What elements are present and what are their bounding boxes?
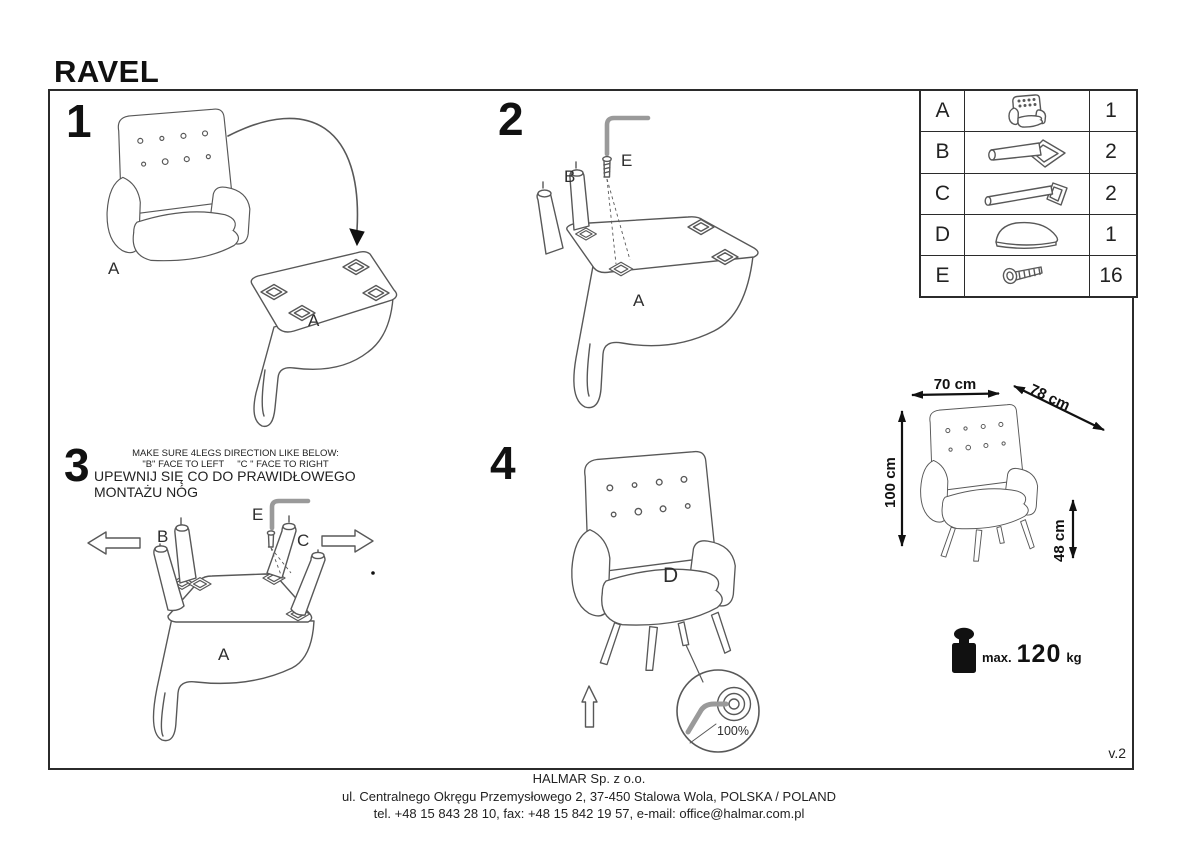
part-row-e: E 16 [921, 255, 1136, 297]
parts-table: A 1 B [919, 89, 1138, 299]
part-row-a: A 1 [921, 91, 1136, 132]
part-row-b: B 2 [921, 131, 1136, 173]
step-4-diagram: D 100% [571, 450, 760, 753]
page-title: RAVEL [54, 54, 160, 89]
max-load-prefix: max. [982, 650, 1012, 665]
version-label: v.2 [1108, 745, 1126, 761]
arrow-right-icon [321, 529, 374, 553]
height-dimension-label: 100 cm [882, 457, 899, 508]
part-qty: 16 [1089, 256, 1132, 297]
width-arrow [911, 389, 1000, 399]
step-2-base-label: A [633, 291, 645, 310]
part-letter: A [921, 91, 965, 132]
arrow-up-icon [581, 685, 598, 728]
part-qty: 2 [1089, 173, 1132, 214]
seat-cushion-icon [965, 215, 1089, 255]
part-letter: E [921, 256, 965, 297]
screw-icon [266, 530, 276, 536]
footer-company: HALMAR Sp. z o.o. [532, 771, 646, 786]
footer: HALMAR Sp. z o.o. ul. Centralnego Okręgu… [48, 770, 1130, 823]
step-3-note-en: MAKE SURE 4LEGS DIRECTION LIKE BELOW: "B… [132, 448, 339, 470]
footer-address: ul. Centralnego Okręgu Przemysłowego 2, … [341, 788, 836, 804]
step-3-number: 3 [64, 439, 90, 491]
part-letter: B [921, 132, 965, 173]
max-load-value: 120 [1016, 640, 1062, 668]
allen-key-icon [269, 498, 311, 531]
step-3-diagram: B E C A [87, 498, 375, 742]
step-1-chair-label: A [108, 259, 120, 278]
footer-contact: tel. +48 15 843 28 10, fax: +48 15 842 1… [373, 806, 805, 821]
back-leg-icon [965, 174, 1089, 214]
part-qty: 1 [1089, 91, 1132, 132]
step-3-left-leg-label: B [157, 527, 168, 546]
screw-icon [965, 256, 1089, 296]
part-qty: 2 [1089, 132, 1132, 173]
part-row-c: C 2 [921, 172, 1136, 214]
detail-tighten-label: 100% [717, 724, 749, 738]
step-3-screw-label: E [252, 505, 263, 524]
seat-height-dimension-label: 48 cm [1051, 519, 1068, 562]
screw-icon [602, 155, 612, 163]
front-leg-icon [965, 132, 1089, 172]
step-4-number: 4 [490, 437, 516, 489]
weight-icon [952, 627, 976, 673]
step-1-number: 1 [66, 95, 92, 147]
dimension-diagram [898, 385, 1105, 562]
assembly-frame [48, 89, 1134, 770]
step-1-base-label: A [308, 311, 320, 330]
step-2-screw-label: E [621, 151, 632, 170]
step-3-note-pl: UPEWNIJ SIĘ CO DO PRAWIDŁOWEGO MONTAŻU N… [94, 468, 356, 500]
max-load-label: max. 120 kg [982, 640, 1082, 669]
step-3-right-leg-label: C [297, 531, 309, 550]
step-2-diagram: B E A [536, 115, 759, 409]
part-row-d: D 1 [921, 213, 1136, 256]
allen-key-icon [604, 115, 651, 157]
part-letter: C [921, 173, 965, 214]
armchair-icon [965, 91, 1089, 131]
step-1-diagram: A A [106, 108, 398, 428]
step-3-base-label: A [218, 645, 230, 664]
part-letter: D [921, 214, 965, 256]
step-2-number: 2 [498, 93, 524, 145]
max-load-unit: kg [1066, 650, 1082, 665]
step-4-cushion-label: D [663, 564, 678, 587]
part-qty: 1 [1089, 214, 1132, 256]
allen-key-icon [685, 701, 729, 735]
arrow-left-icon [87, 531, 141, 555]
step-2-leg-label: B [564, 167, 575, 186]
width-dimension-label: 70 cm [933, 376, 977, 393]
detail-circle [676, 669, 760, 753]
depth-arrow [1013, 385, 1105, 431]
